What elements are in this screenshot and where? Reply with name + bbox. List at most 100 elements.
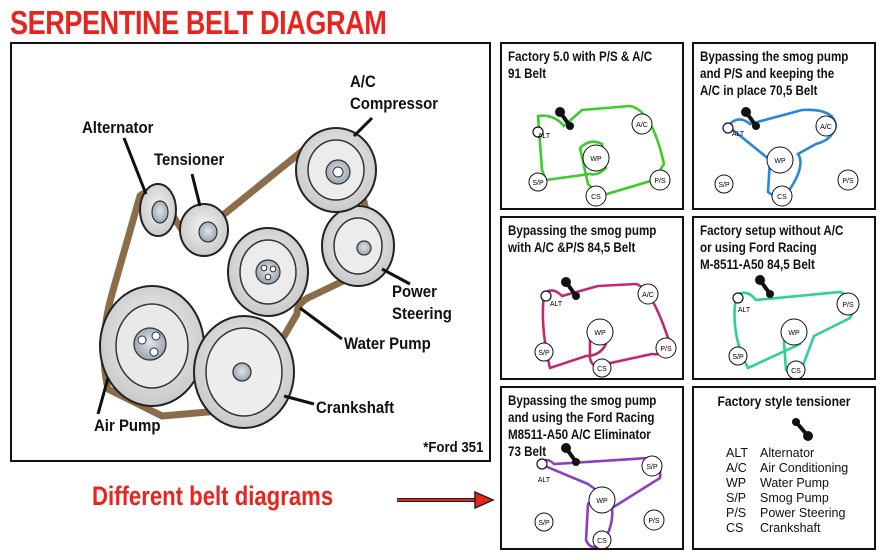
label-alternator: Alternator: [82, 118, 154, 137]
legend-desc: Alternator: [760, 446, 815, 460]
svg-text:A/C: A/C: [820, 124, 832, 131]
panel-1-pulley-ac: A/C: [631, 113, 653, 135]
panel-3-title: Bypassing the smog pump with A/C &P/S 84…: [508, 223, 657, 255]
legend-row: CS Crankshaft: [726, 521, 848, 536]
panel-2-pulley-cs: CS: [771, 185, 793, 207]
panel-3-pulley-wp: WP: [586, 318, 614, 346]
svg-text:CS: CS: [791, 368, 801, 375]
panel-2-title: Bypassing the smog pump and P/S and keep…: [700, 49, 849, 98]
panel-2-pulley-ps: P/S: [837, 169, 859, 191]
svg-text:CS: CS: [591, 194, 601, 201]
panel-5-pulley-wp: WP: [588, 486, 616, 514]
panel-1-pulley-cs: CS: [585, 185, 607, 207]
legend-row: P/S Power Steering: [726, 506, 848, 521]
legend-desc: Air Conditioning: [760, 461, 849, 475]
label-tensioner: Tensioner: [154, 150, 225, 169]
svg-text:S/P: S/P: [646, 464, 658, 471]
svg-text:WP: WP: [788, 330, 800, 337]
panel-4-pulley-ps: P/S: [836, 292, 860, 316]
power-steering-pulley: [321, 205, 395, 287]
panel-2-diagram: ALT A/C WP S/P P/S CS: [714, 107, 859, 207]
svg-text:WP: WP: [594, 330, 606, 337]
panel-3-pulley-cs: CS: [592, 358, 612, 378]
panel-1-belt: [536, 104, 666, 198]
legend-abbr: ALT: [726, 446, 748, 460]
svg-text:WP: WP: [774, 158, 786, 165]
page-title: SERPENTINE BELT DIAGRAM: [10, 4, 387, 41]
diagram-panel-4: Factory setup without A/C or using Ford …: [692, 216, 876, 380]
svg-text:P/S: P/S: [654, 178, 666, 185]
air-pump-pulley: [99, 285, 205, 407]
svg-text:CS: CS: [597, 366, 607, 373]
ac-compressor-pulley: [295, 127, 377, 213]
legend-abbr: S/P: [726, 491, 747, 505]
panel-3-diagram: ALT A/C WP S/P P/S CS: [534, 277, 677, 378]
legend-row: A/C Air Conditioning: [726, 461, 848, 476]
legend-abbr: CS: [726, 521, 744, 535]
red-arrow-icon: [397, 490, 495, 510]
svg-text:S/P: S/P: [538, 520, 550, 527]
panel-2-pulley-sp: S/P: [714, 174, 734, 194]
legend-abbr: A/C: [726, 461, 747, 475]
svg-text:A/C: A/C: [636, 122, 648, 129]
legend-row: WP Water Pump: [726, 476, 848, 491]
panel-5-pulley-ps: P/S: [643, 509, 665, 531]
legend-desc: Water Pump: [760, 476, 830, 490]
panel-4-title: Factory setup without A/C or using Ford …: [700, 223, 844, 272]
label-ac-compressor-2: Compressor: [350, 94, 439, 113]
panel-3-pulley-ac: A/C: [637, 283, 659, 305]
diagram-panel-1: Factory 5.0 with P/S & A/C 91 Belt A/C W…: [500, 42, 684, 210]
legend-abbr: P/S: [726, 506, 747, 520]
panel-5-pulley-sp-top: S/P: [641, 455, 663, 477]
panel-4-tensioner-icon: [755, 275, 774, 298]
legend-abbr: WP: [726, 476, 747, 490]
legend-title: Factory style tensioner: [717, 394, 851, 409]
water-pump-pulley: [227, 227, 309, 317]
panel-3-pulley-ps: P/S: [655, 337, 677, 359]
svg-text:A/C: A/C: [642, 292, 654, 299]
label-power-steering-1: Power: [392, 282, 437, 301]
panel-3-pulley-alt-label: ALT: [550, 301, 563, 308]
label-ac-compressor-1: A/C: [350, 72, 376, 91]
panel-1-pulley-alt-label: ALT: [538, 133, 551, 140]
panel-4-pulley-cs: CS: [786, 360, 806, 378]
diagram-panel-3: Bypassing the smog pump with A/C &P/S 84…: [500, 216, 684, 380]
legend-desc: Crankshaft: [760, 521, 821, 535]
svg-text:P/S: P/S: [648, 518, 660, 525]
svg-text:P/S: P/S: [660, 346, 672, 353]
svg-text:CS: CS: [777, 194, 787, 201]
svg-text:S/P: S/P: [718, 182, 730, 189]
tensioner-pulley: [179, 203, 229, 257]
legend-list: ALT Alternator A/C Air Conditioning WP Wate…: [726, 446, 848, 536]
diagram-panel-5: Bypassing the smog pump and using the Fo…: [500, 386, 684, 550]
svg-text:CS: CS: [597, 538, 607, 545]
panel-5-pulley-cs: CS: [592, 530, 612, 548]
main-diagram-panel: A/C Compressor Alternator Tensioner Powe…: [10, 42, 491, 462]
panel-3-tensioner-icon: [561, 277, 580, 300]
panel-1-diagram: A/C WP S/P P/S CS ALT: [528, 104, 671, 207]
tensioner-icon: [792, 418, 813, 441]
legend-row: S/P Smog Pump: [726, 491, 848, 506]
legend-desc: Smog Pump: [760, 491, 829, 505]
svg-text:S/P: S/P: [538, 350, 550, 357]
svg-text:P/S: P/S: [842, 178, 854, 185]
panel-1-tensioner-icon: [555, 107, 574, 130]
ford-note: *Ford 351: [422, 439, 483, 456]
label-power-steering-2: Steering: [392, 304, 452, 323]
label-water-pump: Water Pump: [344, 334, 431, 353]
crankshaft-pulley: [193, 315, 295, 429]
legend-desc: Power Steering: [760, 506, 846, 520]
panel-5-title: Bypassing the smog pump and using the Fo…: [508, 393, 657, 459]
diagram-panel-2: Bypassing the smog pump and P/S and keep…: [692, 42, 876, 210]
panel-5-pulley-sp: S/P: [534, 512, 554, 532]
svg-text:S/P: S/P: [532, 180, 544, 187]
svg-text:WP: WP: [596, 498, 608, 505]
svg-text:S/P: S/P: [732, 354, 744, 361]
label-air-pump: Air Pump: [94, 416, 161, 435]
panel-5-pulley-alt-label: ALT: [538, 477, 551, 484]
panel-1-pulley-ps: P/S: [649, 169, 671, 191]
panel-2-tensioner-icon: [741, 107, 760, 130]
panel-2-pulley-alt-label: ALT: [732, 131, 745, 138]
panel-4-diagram: ALT P/S WP S/P CS: [728, 275, 860, 378]
panel-5-diagram: ALT S/P WP S/P P/S CS: [534, 443, 665, 548]
